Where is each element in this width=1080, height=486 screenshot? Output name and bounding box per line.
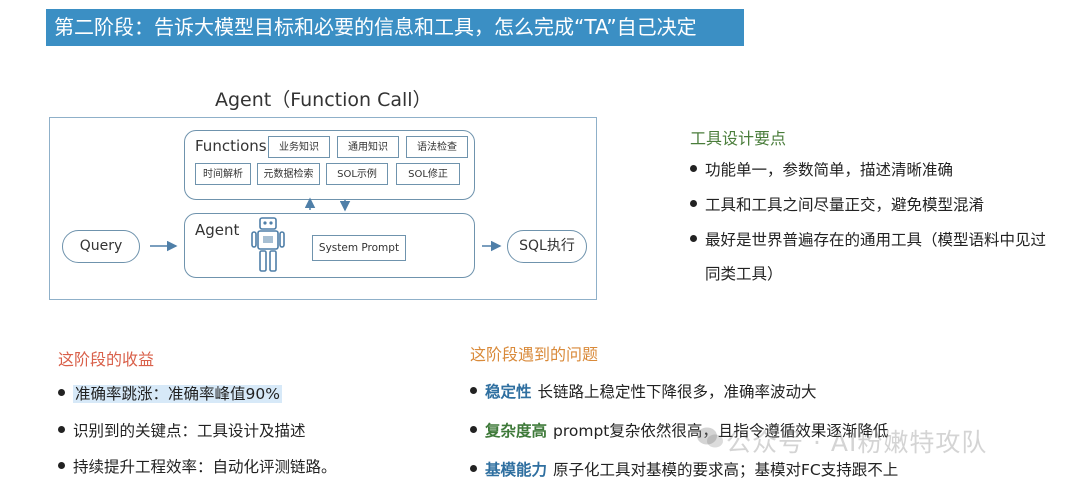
function-chip-syntax-check: 语法检查	[406, 136, 468, 158]
robot-icon	[251, 217, 285, 272]
function-chip-sql-fix: SOL修正	[396, 163, 460, 185]
bullet-icon	[690, 165, 697, 172]
gains-item: 持续提升工程效率：自动化评测链路。	[58, 455, 337, 477]
gains-item: 准确率跳涨：准确率峰值90%	[58, 382, 282, 404]
watermark: 公众号 · AI粉嫩特攻队	[726, 428, 988, 457]
issue-text: 原子化工具对基模的要求高；基模对FC支持跟不上	[553, 461, 899, 479]
issues-item: 基模能力原子化工具对基模的要求高；基模对FC支持跟不上	[470, 458, 898, 480]
tool-design-item: 功能单一，参数简单，描述清晰准确	[690, 158, 953, 180]
function-chip-time-parse: 时间解析	[195, 163, 251, 185]
functions-label: Functions	[195, 137, 267, 155]
function-chip-business-knowledge: 业务知识	[268, 136, 330, 158]
bullet-icon	[58, 389, 65, 396]
tool-design-heading: 工具设计要点	[690, 129, 787, 148]
issue-keyword: 复杂度高	[485, 422, 548, 440]
issue-text: prompt复杂依然很高，且指令遵循效果逐渐降低	[553, 422, 889, 440]
wechat-icon	[697, 427, 723, 448]
bullet-icon	[690, 235, 697, 242]
issue-keyword: 基模能力	[485, 461, 548, 479]
sql-execute-label: SQL执行	[519, 238, 575, 254]
tool-design-text: 工具和工具之间尽量正交，避免模型混淆	[705, 196, 985, 214]
agent-label: Agent	[195, 221, 240, 239]
bullet-icon	[470, 387, 477, 394]
gains-text: 持续提升工程效率：自动化评测链路。	[73, 458, 337, 476]
gains-text: 识别到的关键点：工具设计及描述	[73, 422, 306, 440]
issues-heading: 这阶段遇到的问题	[470, 345, 599, 364]
issues-item: 复杂度高 prompt复杂依然很高，且指令遵循效果逐渐降低	[470, 419, 888, 441]
agent-box	[184, 213, 475, 278]
tool-design-item: 最好是世界普遍存在的通用工具（模型语料中见过	[690, 228, 1046, 250]
gains-text-highlighted: 准确率跳涨：准确率峰值90%	[73, 385, 282, 403]
system-prompt-box: System Prompt	[312, 235, 406, 261]
tool-design-text: 最好是世界普遍存在的通用工具（模型语料中见过	[705, 231, 1047, 249]
issue-keyword: 稳定性	[485, 383, 532, 401]
tool-design-text: 功能单一，参数简单，描述清晰准确	[705, 161, 954, 179]
function-chip-general-knowledge: 通用知识	[337, 136, 399, 158]
function-chip-sql-example: SOL示例	[326, 163, 388, 185]
diagram-frame	[49, 117, 597, 300]
query-box	[62, 230, 140, 263]
issues-item: 稳定性长链路上稳定性下降很多，准确率波动大	[470, 380, 817, 402]
function-chip-metadata-search: 元数据检索	[257, 163, 320, 185]
bullet-icon	[690, 200, 697, 207]
diagram-title: Agent（Function Call）	[215, 89, 432, 111]
query-label: Query	[79, 238, 123, 254]
bullet-icon	[470, 465, 477, 472]
gains-item: 识别到的关键点：工具设计及描述	[58, 419, 306, 441]
sql-execute-box	[507, 230, 587, 263]
section-banner: 第二阶段：告诉大模型目标和必要的信息和工具，怎么完成“TA”自己决定	[46, 9, 744, 46]
bullet-icon	[58, 426, 65, 433]
tool-design-item-continuation: 同类工具）	[705, 265, 783, 283]
bullet-icon	[470, 426, 477, 433]
bullet-icon	[58, 462, 65, 469]
issue-text: 长链路上稳定性下降很多，准确率波动大	[537, 383, 817, 401]
gains-heading: 这阶段的收益	[58, 350, 155, 369]
tool-design-item: 工具和工具之间尽量正交，避免模型混淆	[690, 193, 984, 215]
